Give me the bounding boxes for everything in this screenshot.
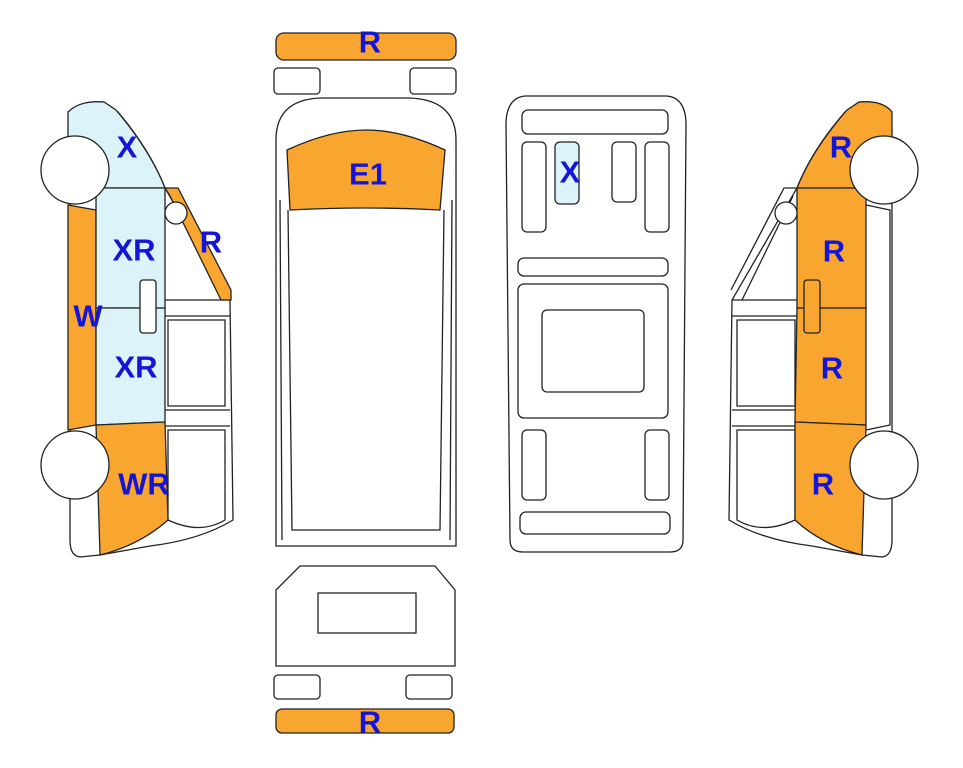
front-view (273, 32, 457, 547)
front-body-inner (287, 209, 445, 531)
rear-left-light (273, 674, 321, 700)
right-quarter-label: R (812, 467, 834, 502)
damage-labels: R E1 X R X R XR W XR WR R R R R (73, 25, 852, 740)
left-side-view (40, 101, 234, 558)
rear-bumper-label: R (359, 705, 381, 740)
roof-rear-bar (519, 511, 671, 535)
right-door-handle (803, 279, 821, 334)
roof-rear-right (644, 429, 670, 501)
roof-dash (521, 109, 669, 135)
right-mirror (774, 201, 798, 225)
left-pillar-label: R (200, 225, 222, 260)
right-fender-label: R (830, 130, 852, 165)
left-window-frame (165, 299, 230, 427)
roof-seat-left (521, 141, 547, 233)
front-left-light (273, 67, 321, 95)
left-mid-frame (167, 319, 226, 407)
right-side-view (728, 101, 919, 558)
right-rear-door-label: R (821, 351, 843, 386)
left-rear-door-label: XR (114, 350, 157, 385)
front-side-lines (279, 199, 453, 541)
left-door-handle (139, 279, 157, 334)
roof-panel (554, 141, 580, 205)
roof-rear-left (521, 429, 547, 501)
left-quarter-panel (95, 421, 169, 556)
left-rear-wheel (40, 430, 110, 500)
right-window-frame (732, 299, 798, 427)
right-rear-frame (736, 429, 796, 529)
left-quarter-label: WR (118, 467, 170, 502)
front-bumper-panel (275, 32, 457, 61)
left-sill-label: W (73, 299, 103, 334)
left-front-door-label: XR (112, 233, 155, 268)
roof-seat-right (644, 141, 670, 233)
roof-seat-mid (611, 141, 637, 203)
rear-view (273, 565, 456, 734)
left-rear-frame (167, 429, 226, 529)
right-quarter-panel (794, 421, 867, 556)
right-sill-line (865, 204, 891, 431)
right-front-wheel (849, 135, 919, 205)
rear-right-light (405, 674, 453, 700)
rear-window (317, 592, 417, 634)
right-mid-frame (736, 319, 796, 407)
roof-view (505, 95, 687, 553)
right-rear-wheel (849, 430, 919, 500)
front-bumper-label: R (359, 25, 381, 60)
left-mirror (164, 201, 188, 225)
front-body-outline (275, 97, 457, 547)
roof-panel-label: X (560, 155, 581, 190)
front-hood-panel (286, 129, 446, 211)
roof-crossbar (517, 257, 669, 277)
rear-bumper-panel (275, 708, 455, 734)
right-front-door-label: R (823, 234, 845, 269)
roof-skylight (541, 309, 645, 393)
front-hood-label: E1 (349, 157, 387, 192)
left-fender-label: X (117, 130, 138, 165)
left-front-wheel (40, 135, 110, 205)
front-right-light (409, 67, 457, 95)
